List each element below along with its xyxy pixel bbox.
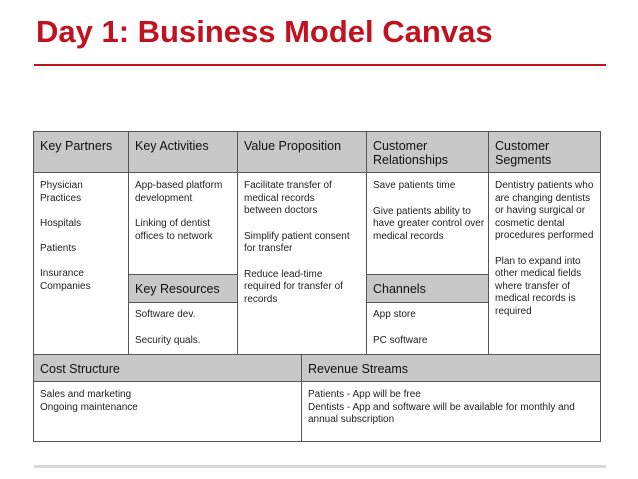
title-divider	[34, 64, 606, 66]
list-item: App store	[373, 309, 416, 320]
value-proposition-list: Facilitate transfer of medical records b…	[244, 180, 362, 319]
customer-segments-header: Customer Segments	[488, 131, 601, 173]
key-partners-header: Key Partners	[33, 131, 129, 173]
list-item: Dentistry patients who are changing dent…	[495, 180, 594, 241]
revenue-streams-header: Revenue Streams	[301, 354, 601, 382]
list-item: Reduce lead-time required for transfer o…	[244, 268, 343, 305]
customer-segments-header-line2: Segments	[495, 153, 552, 167]
cost-structure-list: Sales and marketing Ongoing maintenance	[40, 389, 295, 414]
list-item: Facilitate transfer of medical records b…	[244, 180, 332, 216]
footer-divider	[34, 465, 606, 468]
customer-relationships-list: Save patients time Give patients ability…	[373, 180, 485, 256]
list-item: Linking of dentist offices to network	[135, 218, 213, 242]
key-activities-list: App-based platform development Linking o…	[135, 180, 235, 256]
list-item: Ongoing maintenance	[40, 401, 138, 413]
list-item: Insurance Companies	[40, 268, 91, 292]
key-activities-header: Key Activities	[128, 131, 238, 173]
revenue-streams-list: Patients - App will be free Dentists - A…	[308, 389, 598, 427]
list-item: App-based platform development	[135, 180, 223, 204]
customer-segments-header-line1: Customer	[495, 139, 550, 153]
value-proposition-header: Value Proposition	[237, 131, 367, 173]
list-item: Simplify patient consent for transfer	[244, 230, 350, 255]
list-item: Patients	[40, 242, 77, 254]
list-item: Software dev.	[135, 309, 196, 320]
list-item: Security quals.	[135, 334, 201, 346]
list-item: Patients - App will be free	[308, 389, 421, 400]
customer-segments-list: Dentistry patients who are changing dent…	[495, 180, 597, 331]
customer-relationships-header-line1: Customer	[373, 139, 428, 153]
list-item: Plan to expand into other medical fields…	[495, 255, 582, 317]
cost-structure-header: Cost Structure	[33, 354, 302, 382]
list-item: Physician Practices	[40, 180, 83, 204]
customer-relationships-header-line2: Relationships	[373, 153, 449, 167]
slide-title: Day 1: Business Model Canvas	[36, 14, 493, 49]
list-item: PC software	[373, 334, 428, 346]
key-partners-list: Physician Practices Hospitals Patients I…	[40, 180, 124, 306]
list-item: Dentists - App and software will be avai…	[308, 401, 575, 426]
channels-list: App store PC software	[373, 309, 485, 347]
customer-relationships-header: Customer Relationships	[366, 131, 489, 173]
key-resources-list: Software dev. Security quals.	[135, 309, 235, 347]
channels-header: Channels	[366, 274, 489, 303]
list-item: Give patients ability to have greater co…	[373, 205, 485, 242]
list-item: Save patients time	[373, 180, 456, 191]
list-item: Hospitals	[40, 218, 82, 229]
business-model-canvas: Key Partners Physician Practices Hospita…	[33, 131, 601, 442]
list-item: Sales and marketing	[40, 389, 132, 400]
key-resources-header: Key Resources	[128, 274, 238, 303]
